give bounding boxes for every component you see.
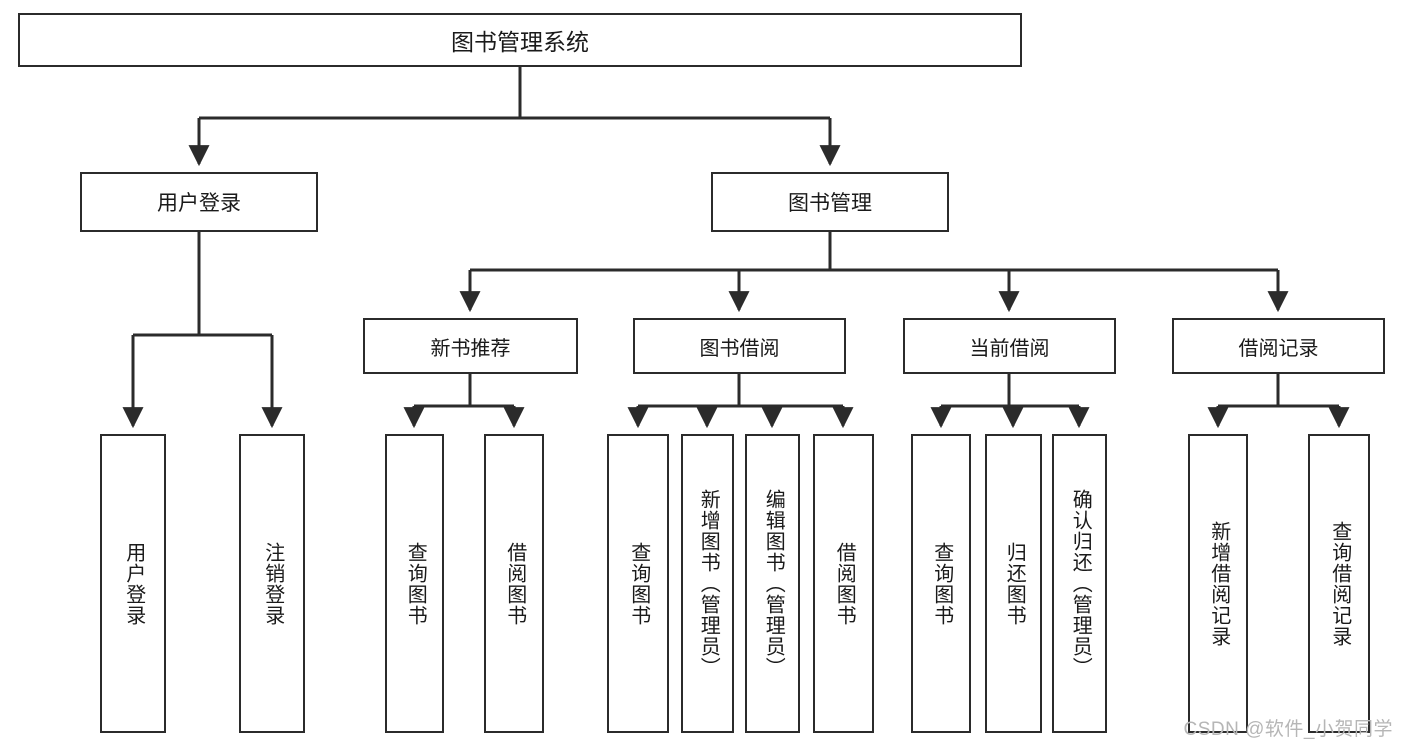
leaf-query-book-borrow[interactable]: 查询图书: [607, 434, 669, 733]
leaf-label: 编辑图书（管理员）: [762, 489, 785, 678]
leaf-return-book[interactable]: 归还图书: [985, 434, 1042, 733]
leaf-add-book-admin[interactable]: 新增图书（管理员）: [681, 434, 734, 733]
leaf-label: 借阅图书: [503, 541, 526, 626]
node-book-borrow[interactable]: 图书借阅: [633, 318, 846, 374]
node-borrow-record[interactable]: 借阅记录: [1172, 318, 1385, 374]
leaf-label: 查询借阅记录: [1328, 520, 1351, 647]
node-root[interactable]: 图书管理系统: [18, 13, 1022, 67]
leaf-label: 确认归还（管理员）: [1069, 489, 1092, 678]
node-new-book-recommend-label: 新书推荐: [430, 337, 511, 360]
node-user-login[interactable]: 用户登录: [80, 172, 318, 232]
node-current-borrow[interactable]: 当前借阅: [903, 318, 1116, 374]
leaf-user-login[interactable]: 用户登录: [100, 434, 166, 733]
leaf-borrow-book[interactable]: 借阅图书: [813, 434, 874, 733]
leaf-edit-book-admin[interactable]: 编辑图书（管理员）: [745, 434, 800, 733]
leaf-label: 查询图书: [930, 541, 953, 626]
leaf-confirm-return-admin[interactable]: 确认归还（管理员）: [1052, 434, 1107, 733]
leaf-add-borrow-record[interactable]: 新增借阅记录: [1188, 434, 1248, 733]
node-book-management-label: 图书管理: [788, 192, 872, 215]
leaf-borrow-book-recommend[interactable]: 借阅图书: [484, 434, 544, 733]
leaf-label: 用户登录: [122, 541, 145, 626]
leaf-query-borrow-record[interactable]: 查询借阅记录: [1308, 434, 1370, 733]
leaf-label: 查询图书: [404, 541, 427, 626]
leaf-label: 注销登录: [261, 541, 284, 626]
leaf-query-book-recommend[interactable]: 查询图书: [385, 434, 444, 733]
node-root-label: 图书管理系统: [451, 29, 589, 55]
node-user-login-label: 用户登录: [157, 192, 241, 215]
node-book-borrow-label: 图书借阅: [699, 337, 780, 360]
leaf-label: 新增图书（管理员）: [697, 489, 720, 678]
leaf-user-logout[interactable]: 注销登录: [239, 434, 305, 733]
node-book-management[interactable]: 图书管理: [711, 172, 949, 232]
node-borrow-record-label: 借阅记录: [1238, 337, 1319, 360]
leaf-query-book-current[interactable]: 查询图书: [911, 434, 971, 733]
watermark-text: CSDN @软件_小贺同学: [1183, 719, 1393, 740]
node-current-borrow-label: 当前借阅: [969, 337, 1050, 360]
leaf-label: 归还图书: [1003, 541, 1026, 626]
leaf-label: 借阅图书: [833, 541, 856, 626]
leaf-label: 新增借阅记录: [1207, 520, 1230, 647]
node-new-book-recommend[interactable]: 新书推荐: [363, 318, 578, 374]
leaf-label: 查询图书: [627, 541, 650, 626]
